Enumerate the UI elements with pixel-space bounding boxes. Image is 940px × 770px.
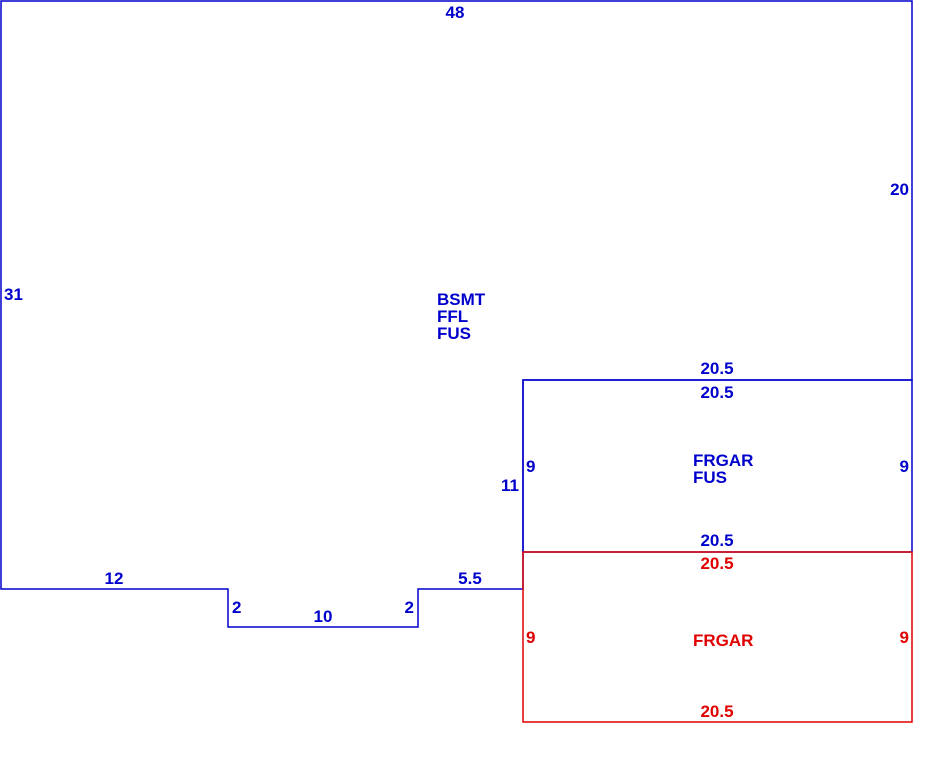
garage-upper-label-frgar: FRGAR — [693, 451, 753, 470]
dim-garage-lower-bottom: 20.5 — [700, 702, 733, 721]
dim-notch-bottom: 10 — [314, 607, 333, 626]
dim-garage-upper-left: 9 — [526, 457, 535, 476]
dim-main-step-vertical: 11 — [501, 476, 519, 495]
dim-main-bottom-left: 12 — [105, 569, 124, 588]
dim-notch-right: 2 — [405, 598, 414, 617]
dim-garage-lower-left: 9 — [526, 628, 535, 647]
dim-main-right-upper: 20 — [890, 180, 909, 199]
garage-lower-outline — [522, 551, 913, 723]
garage-lower-label-frgar: FRGAR — [693, 631, 753, 650]
garage-upper-label-fus: FUS — [693, 468, 727, 487]
main-area-label-bsmt: BSMT — [437, 290, 486, 309]
dim-garage-lower-right: 9 — [900, 628, 909, 647]
dim-main-left: 31 — [4, 285, 23, 304]
dim-main-bottom-right: 5.5 — [458, 569, 482, 588]
dim-garage-upper-top-outside: 20.5 — [700, 359, 733, 378]
dim-garage-lower-top: 20.5 — [700, 554, 733, 573]
dim-garage-upper-bottom: 20.5 — [700, 531, 733, 550]
dim-garage-upper-right: 9 — [900, 457, 909, 476]
main-area-label-fus: FUS — [437, 324, 471, 343]
dim-garage-upper-top-inside: 20.5 — [700, 383, 733, 402]
main-area-outline — [0, 0, 913, 628]
dim-main-top: 48 — [446, 3, 465, 22]
main-area-label-ffl: FFL — [437, 307, 468, 326]
dim-notch-left: 2 — [232, 598, 241, 617]
